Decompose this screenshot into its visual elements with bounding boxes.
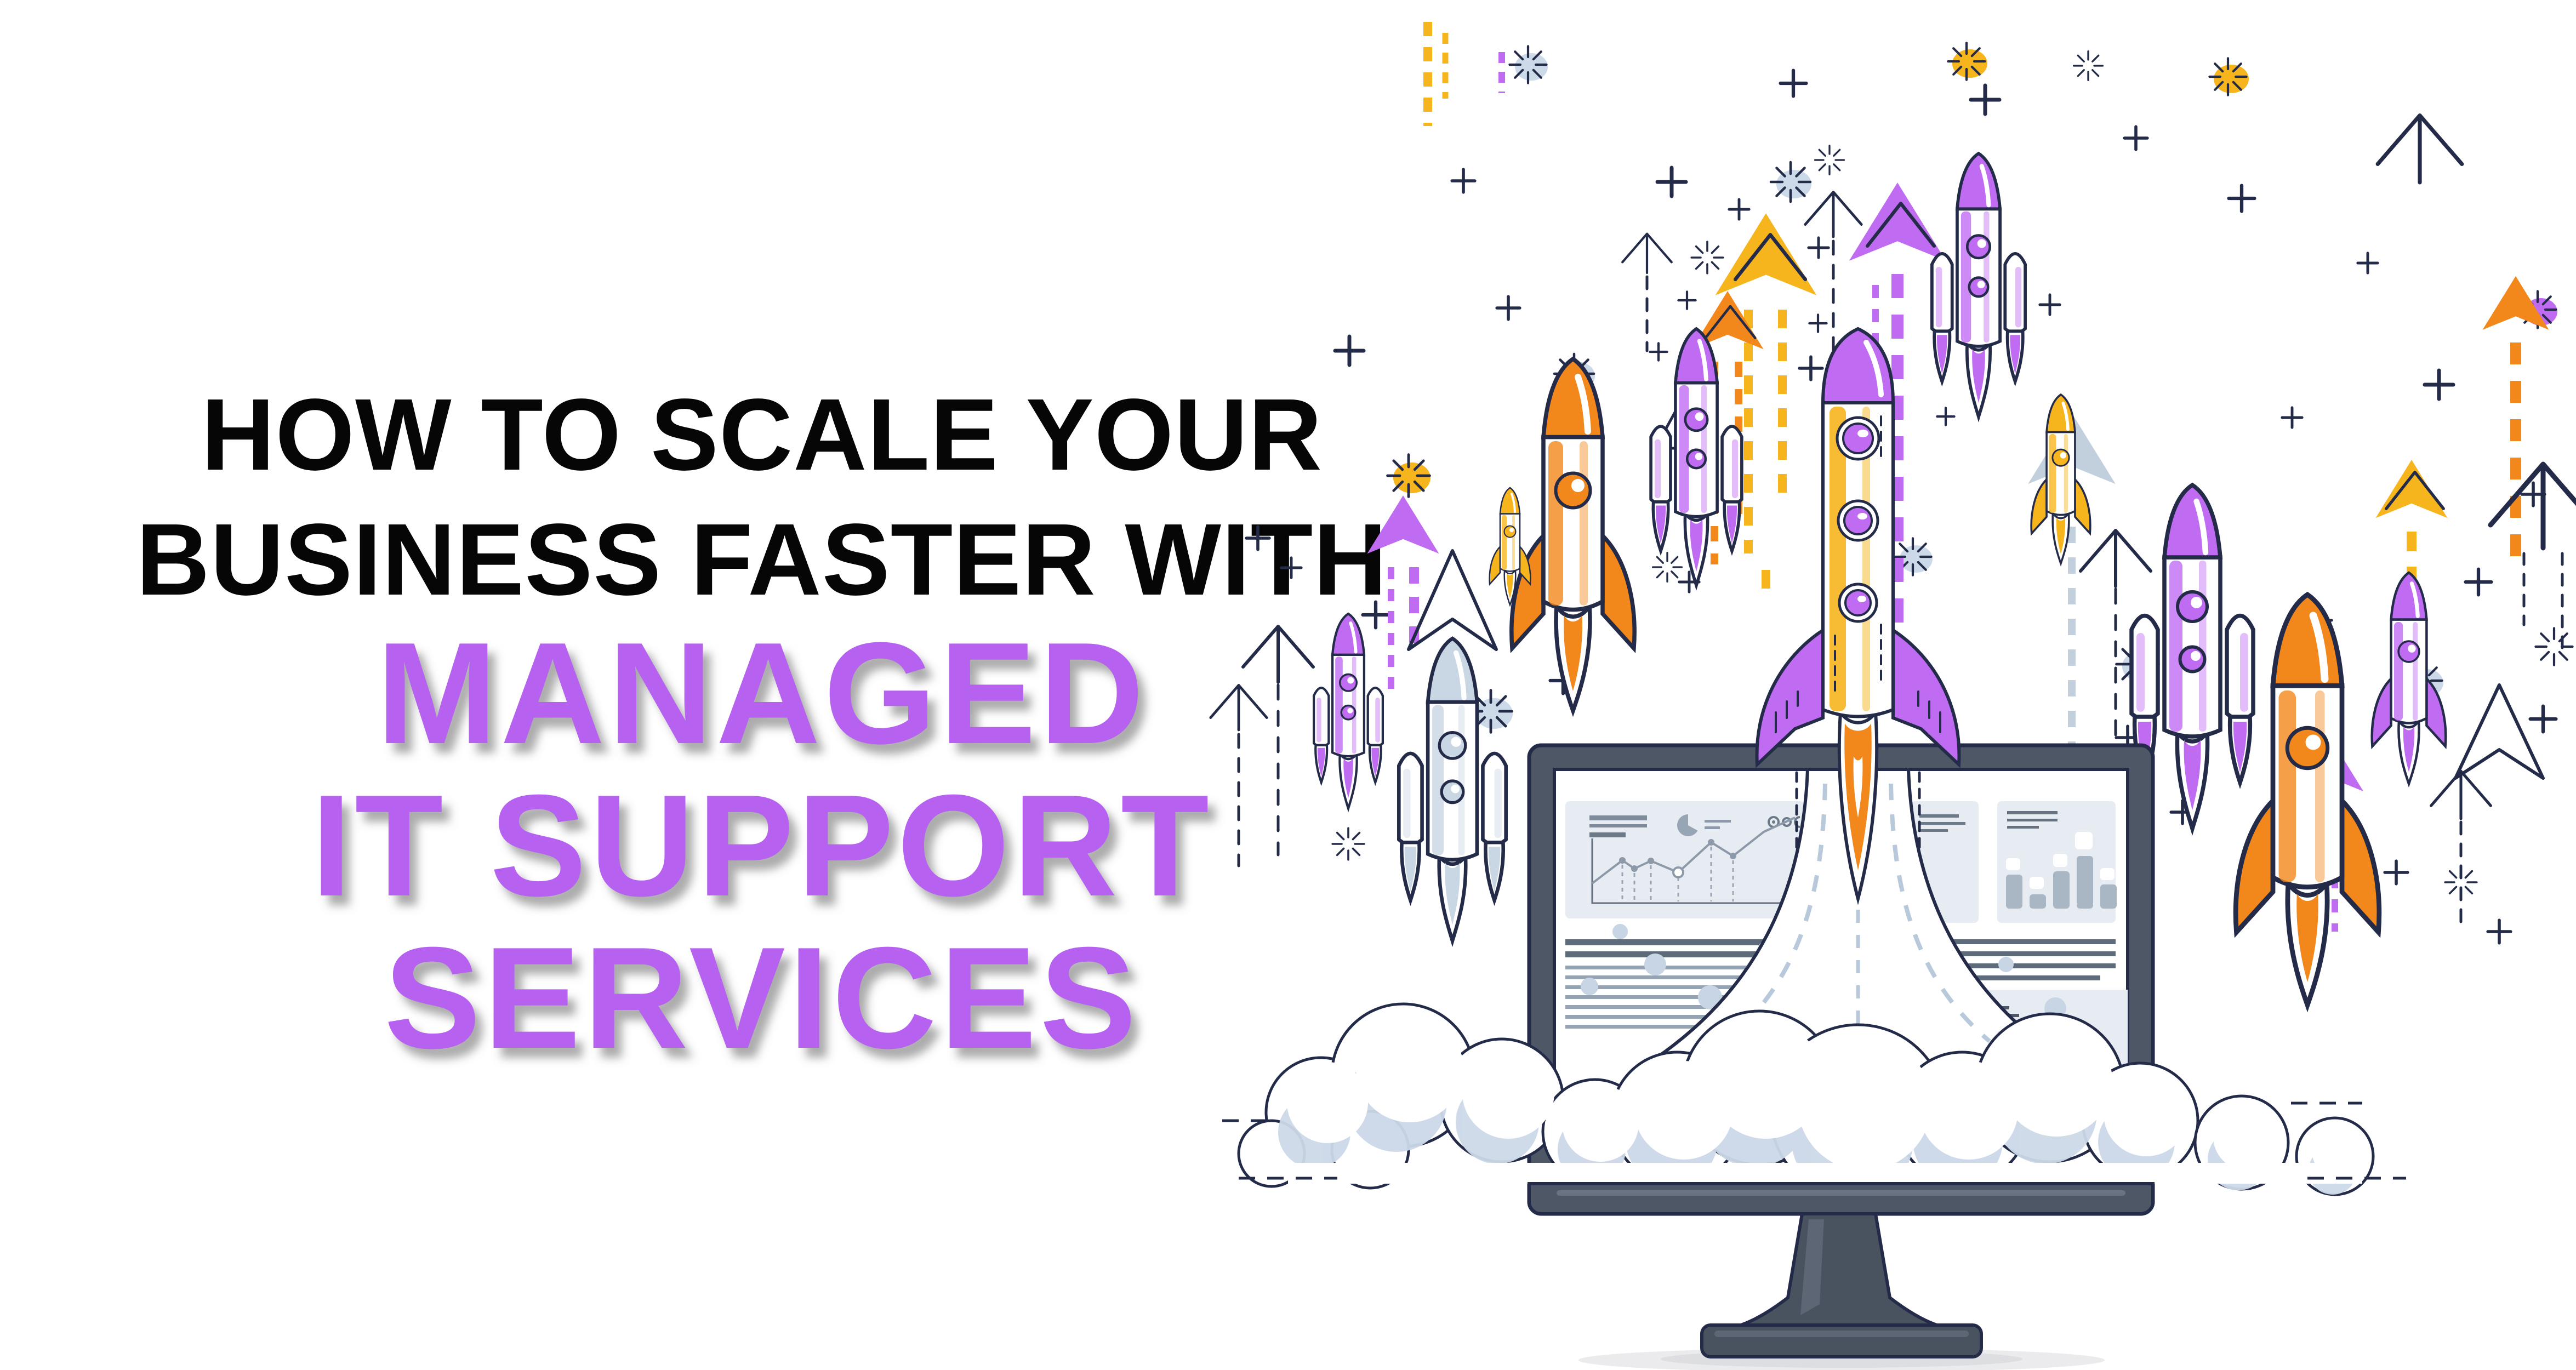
up-arrow-purple-left [1367,495,1439,696]
headline: HOW TO SCALE YOUR BUSINESS FASTER WITH M… [93,373,1431,1074]
rocket-launch-illustration [1206,22,2576,1370]
bar-chart-bars [2006,856,2117,909]
hero-rocket-icon [1755,327,1961,905]
rocket-icon [1314,614,1383,808]
rocket-fin [1891,627,1961,768]
stand-neck [1737,1212,1941,1328]
rocket-icon [1651,329,1742,585]
headline-line-2: BUSINESS FASTER WITH [136,503,1388,616]
stand-base [1700,1323,1983,1358]
line-chart-panel [1565,801,1804,918]
rocket-icon [1399,638,1506,941]
headline-line-1: HOW TO SCALE YOUR [201,378,1323,492]
cloud-bank [1222,1002,2406,1202]
rocket-icon [2236,595,2379,1005]
up-arrow-purple-small-right [2306,745,2364,932]
monitor-stand [1578,1212,2105,1370]
dashed-trail [1423,22,1505,126]
rocket-icon [1512,359,1634,711]
headline-line-3: MANAGED [377,612,1147,774]
text-placeholder-lines [1565,939,1804,1029]
bezel-highlight [1557,1190,2125,1196]
monitor-bottom-bezel [1528,1182,2155,1215]
headline-line-5: SERVICES [384,917,1140,1078]
headline-line-4: IT SUPPORT [311,764,1213,926]
rocket-porthole [1836,416,1880,623]
rocket-fin [1755,627,1825,768]
up-arrow-yellow [1715,213,1817,603]
rocket-icon [1932,153,2025,417]
rocket-nose [1821,327,1895,404]
bar-chart-panel [1997,801,2117,923]
